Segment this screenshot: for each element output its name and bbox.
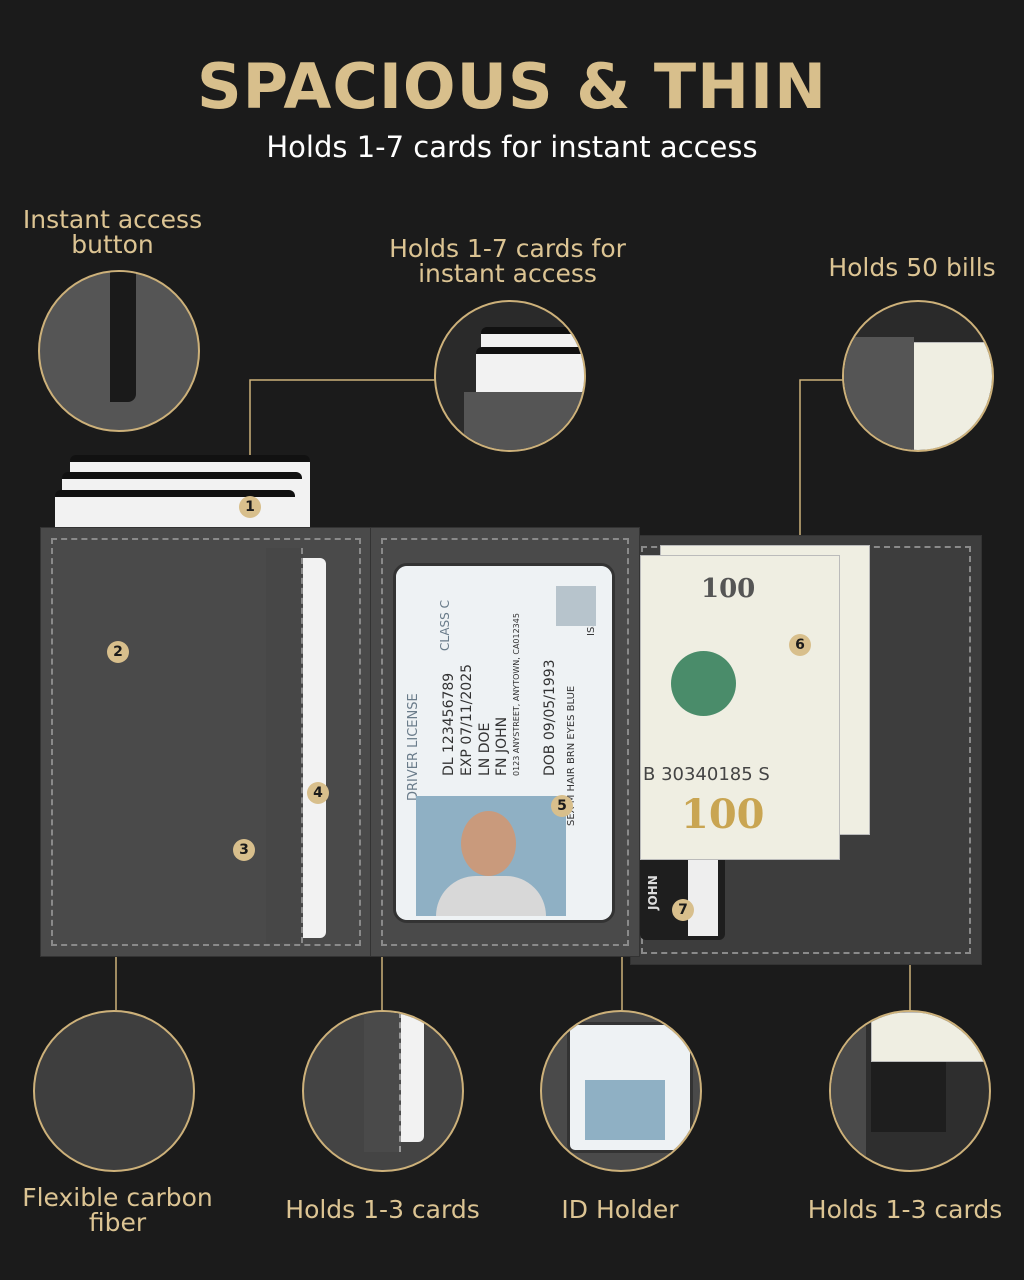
id-photo-detail — [585, 1080, 665, 1140]
id-dob: DOB 09/05/1993 — [542, 659, 558, 776]
leather-detail — [464, 392, 584, 450]
id-class: CLASS C — [438, 600, 452, 651]
label-instant-access-button: Instant access button — [22, 205, 203, 259]
bill-denomination-bottom: 100 — [681, 791, 765, 838]
stitching — [51, 538, 361, 946]
id-dl: DL 123456789 — [441, 672, 457, 776]
id-window: DRIVER LICENSE CLASS C DL 123456789 EXP … — [393, 563, 615, 923]
id-heading: DRIVER LICENSE — [406, 693, 421, 801]
marker-5: 5 — [551, 795, 573, 817]
id-exp: EXP 07/11/2025 — [459, 663, 475, 776]
bill-denomination-top: 100 — [701, 574, 756, 604]
wallet-middle-panel: DRIVER LICENSE CLASS C DL 123456789 EXP … — [370, 527, 640, 957]
marker-1: 1 — [239, 496, 261, 518]
label-holds-1-7-cards: Holds 1-7 cards for instant access — [389, 234, 626, 288]
id-card: DRIVER LICENSE CLASS C DL 123456789 EXP … — [396, 566, 612, 920]
marker-2: 2 — [107, 641, 129, 663]
detail-circle-side-slot — [302, 1010, 464, 1172]
marker-6: 6 — [789, 634, 811, 656]
card-name: JOHN — [646, 875, 660, 910]
marker-3: 3 — [233, 839, 255, 861]
label-flexible-carbon-fiber: Flexible carbon fiber — [22, 1183, 213, 1237]
card-detail — [871, 1062, 946, 1132]
label-holds-1-3-cards-right: Holds 1-3 cards — [807, 1195, 1003, 1224]
id-photo-shirt — [436, 876, 546, 916]
detail-circle-access-button — [38, 270, 200, 432]
card-stripe — [688, 860, 718, 936]
bill-detail — [912, 342, 992, 450]
detail-circle-card-slot — [434, 300, 586, 452]
id-small-photo — [556, 586, 596, 626]
treasury-seal — [671, 651, 736, 716]
bill-serial: B 30340185 S — [643, 764, 770, 785]
id-photo-face — [461, 811, 516, 876]
label-holds-1-3-cards-left: Holds 1-3 cards — [285, 1195, 480, 1224]
id-ln: LN DOE — [477, 722, 493, 776]
side-slot-pocket — [266, 548, 303, 943]
page-title: SPACIOUS & THIN — [196, 50, 828, 123]
label-holds-50-bills: Holds 50 bills — [828, 253, 996, 282]
leather-detail — [831, 1012, 866, 1170]
id-detail — [567, 1022, 693, 1153]
id-fn: FN JOHN — [494, 716, 510, 776]
bill-front: 100 B 30340185 S 100 — [640, 555, 840, 860]
detail-circle-id-holder — [540, 1010, 702, 1172]
label-id-holder: ID Holder — [561, 1195, 679, 1224]
detail-circle-back-slot — [829, 1010, 991, 1172]
id-photo — [416, 796, 566, 916]
detail-circle-bills — [842, 300, 994, 452]
bill-detail — [871, 1012, 989, 1062]
id-address: 0123 ANYSTREET, ANYTOWN, CA012345 — [512, 613, 521, 776]
leather-detail — [844, 337, 914, 450]
pocket-detail — [364, 1012, 401, 1152]
marker-4: 4 — [307, 782, 329, 804]
detail-circle-carbon-fiber — [33, 1010, 195, 1172]
stitching — [381, 538, 629, 946]
marker-7: 7 — [672, 899, 694, 921]
button-detail — [110, 272, 136, 402]
page-subtitle: Holds 1-7 cards for instant access — [266, 130, 758, 164]
wallet-left-panel — [40, 527, 372, 957]
